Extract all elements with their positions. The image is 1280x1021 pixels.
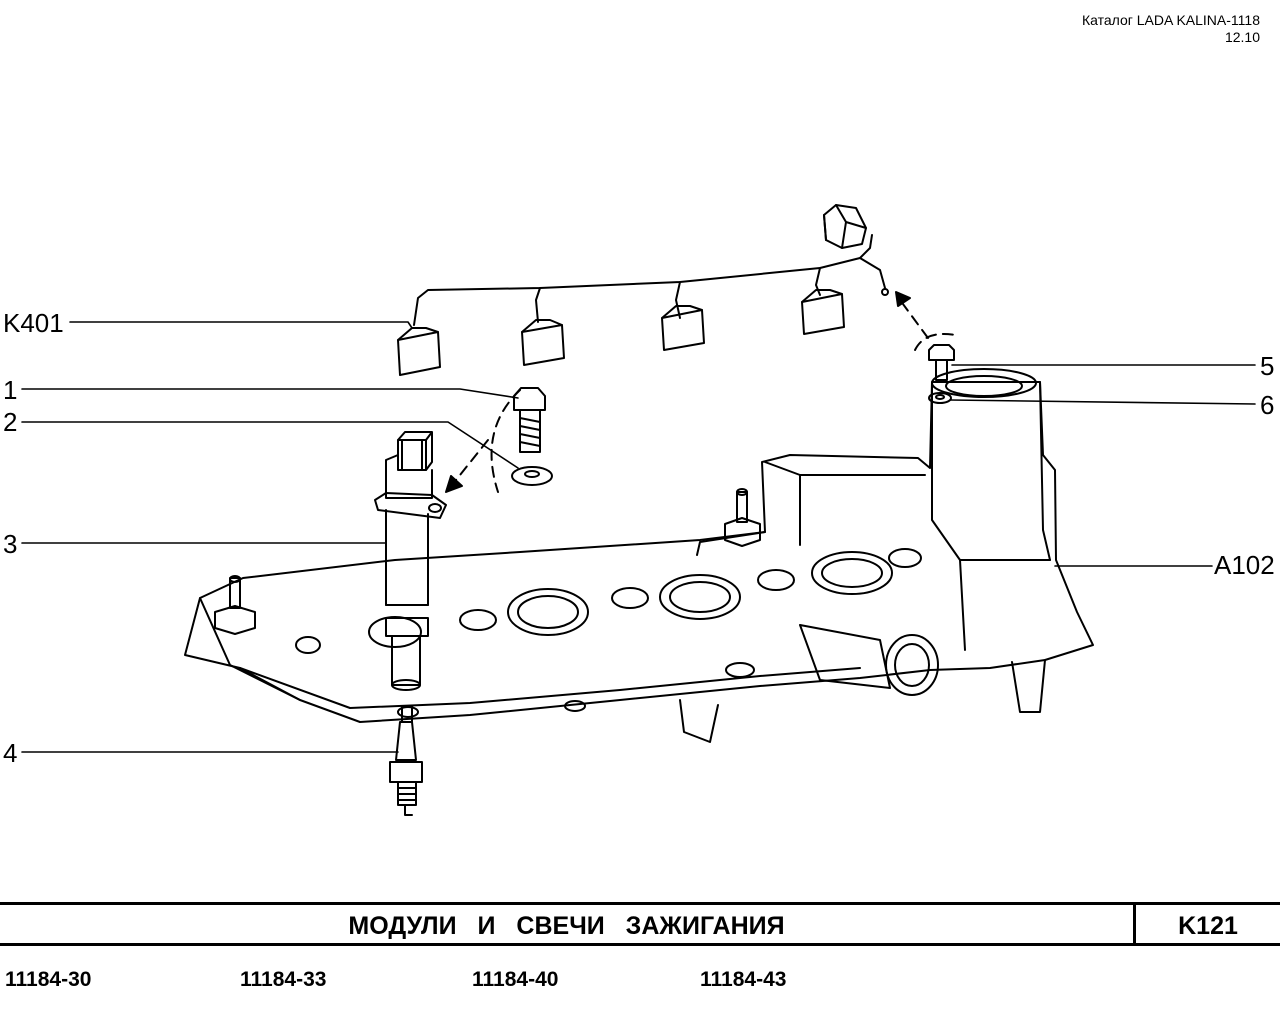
head-cover-drawing	[184, 368, 1094, 743]
model-code: 11184-33	[240, 968, 327, 991]
callout-a102: A102	[1214, 550, 1275, 580]
arrow-head	[445, 475, 463, 493]
coil-washer-drawing	[511, 466, 553, 486]
page-code: K121	[1178, 912, 1238, 940]
callout-3: 3	[3, 529, 18, 559]
callout-4: 4	[3, 738, 18, 768]
catalog-header: Каталог LADA KALINA-1118 12.10	[1082, 12, 1260, 46]
catalog-title: Каталог LADA KALINA-1118	[1081, 12, 1260, 28]
arrow-head	[895, 291, 911, 307]
coil-bolt-drawing	[513, 387, 546, 453]
page-title: МОДУЛИ И СВЕЧИ ЗАЖИГАНИЯ	[348, 912, 785, 940]
title-band: МОДУЛИ И СВЕЧИ ЗАЖИГАНИЯ K121	[0, 902, 1280, 946]
callout-k401: K401	[3, 308, 64, 338]
model-code: 11184-43	[700, 968, 787, 991]
ground-bolt-drawing	[928, 344, 955, 381]
ground-washer-drawing	[928, 392, 952, 404]
spark-plug-drawing	[389, 705, 423, 816]
assembly-arrows	[451, 299, 956, 493]
callout-1: 1	[3, 375, 18, 405]
callout-2: 2	[3, 407, 18, 437]
model-code: 11184-40	[472, 968, 559, 991]
model-code: 11184-30	[5, 968, 92, 991]
callout-5: 5	[1260, 351, 1275, 381]
callout-6: 6	[1260, 390, 1275, 420]
ignition-coil-drawing	[374, 431, 447, 691]
leader-lines	[21, 321, 1256, 753]
wiring-harness-drawing	[397, 204, 889, 376]
catalog-date: 12.10	[1224, 29, 1260, 45]
title-divider	[1133, 905, 1136, 943]
